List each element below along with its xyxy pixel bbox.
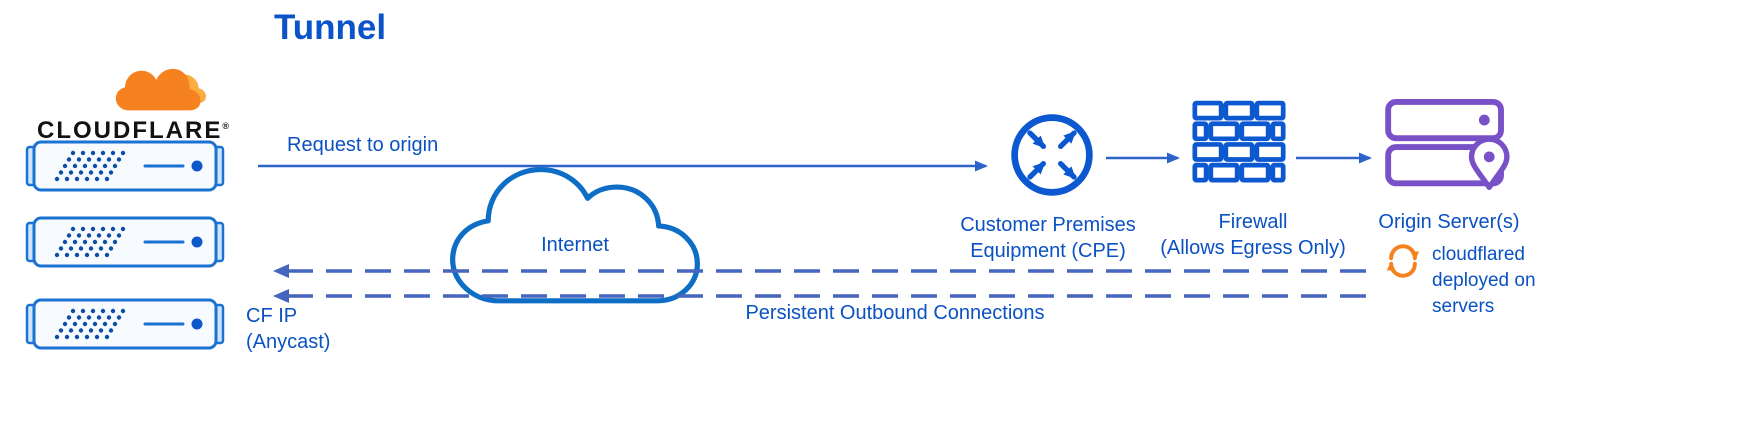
persistent-connections-label: Persistent Outbound Connections	[745, 302, 1045, 324]
origin-server-icon	[1385, 98, 1510, 190]
origin-servers-label: Origin Server(s)	[1378, 211, 1520, 233]
cloudflared-sync-icon	[1386, 244, 1420, 278]
internet-cloud-icon	[450, 167, 700, 304]
registered-mark: ®	[222, 121, 229, 131]
request-to-origin-label: Request to origin	[287, 134, 439, 156]
cloudflare-logo-icon	[115, 68, 206, 111]
cloudflared-label: cloudflared deployed on servers	[1432, 244, 1536, 317]
page-title: Tunnel	[274, 8, 387, 47]
internet-label: Internet	[541, 234, 609, 256]
cloudflare-wordmark: CLOUDFLARE®	[28, 113, 238, 144]
firewall-label: Firewall (Allows Egress Only)	[1160, 211, 1346, 259]
firewall-icon	[1192, 100, 1286, 183]
cpe-router-icon	[1011, 114, 1093, 196]
brand-text: CLOUDFLARE	[37, 117, 223, 144]
location-pin-icon	[1468, 136, 1510, 190]
cpe-label: Customer Premises Equipment (CPE)	[960, 214, 1136, 262]
cf-ip-anycast-label: CF IP (Anycast)	[246, 305, 331, 353]
